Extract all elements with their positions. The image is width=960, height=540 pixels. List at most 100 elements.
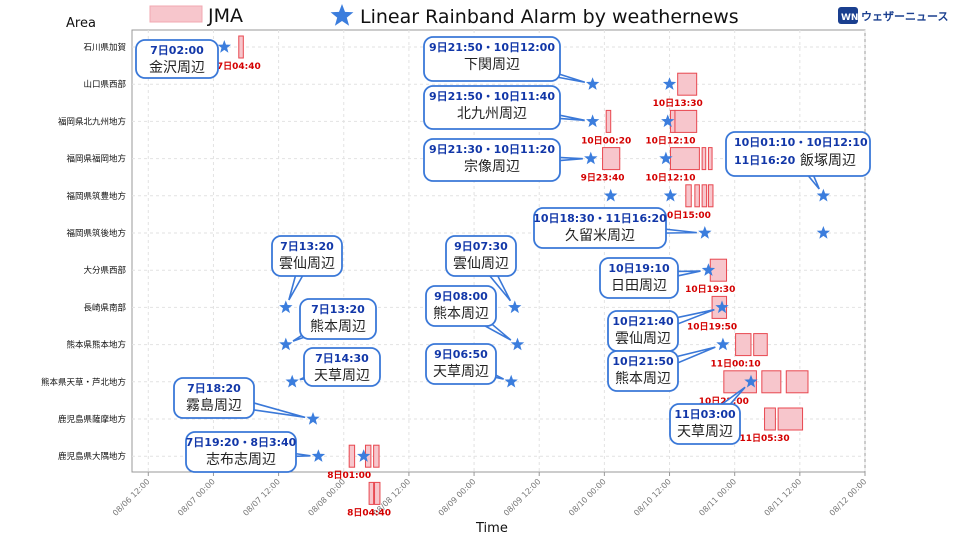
y-tick-label: 福岡県筑後地方 [66,228,126,239]
callout-time: 7日14:30 [315,352,369,365]
callout-area: 天草周辺 [433,364,489,380]
callout-time: 9日21:50・10日11:40 [429,90,555,103]
jma-bar [707,147,713,171]
callout-time: 7日13:20 [280,240,334,253]
callout-time: 7日18:20 [187,382,241,395]
jma-bar [753,333,768,357]
wn-alarm-star-icon [306,412,320,425]
jma-bar [761,370,782,394]
callout-area: 雲仙周辺 [615,331,671,347]
callout-fill [610,353,676,389]
jma-start-label: 7日04:40 [217,61,261,72]
callout-area: 熊本周辺 [615,371,671,387]
callout-area: 天草周辺 [677,424,733,440]
callout-time: 10日01:10・10日12:10 [734,136,868,149]
y-tick-label: 熊本県熊本地方 [66,340,126,351]
jma-bar [785,370,809,394]
wn-alarm-star-icon [659,151,673,165]
wn-alarm-star-icon [661,114,675,128]
callout-time-2: 11日16:20 [734,154,796,167]
jma-bar [348,444,356,468]
callout-fill [302,301,374,337]
callout-fill [426,88,558,127]
jma-start-label: 10日19:30 [685,284,735,295]
y-tick-label: 大分県西部 [83,265,126,276]
brand-logo-mark [838,7,858,24]
callout-area: 久留米周辺 [565,228,635,244]
callout-time: 7日19:20・8日3:40 [186,436,297,449]
legend-jma-swatch [149,5,203,23]
wn-alarm-star-icon [715,300,729,314]
callout-fill [610,313,676,349]
callout-time: 7日02:00 [150,44,204,57]
wn-alarm-star-icon [510,337,525,351]
jma-bar [701,147,707,171]
x-tick-label: 08/10 00:00 [567,477,608,518]
wn-alarm-star-icon [662,77,677,90]
callout-fill [426,39,558,79]
wn-alarm-star-icon [663,188,678,202]
y-axis-ticks: 石川県加賀山口県西部福岡県北九州地方福岡県福岡地方福岡県筑豊地方福岡県筑後地方大… [41,42,127,462]
wn-alarm-star-icon [279,300,293,314]
wn-alarm-star-icon [586,114,600,128]
callout-fill [306,350,378,384]
wn-alarm-star-icon [357,449,371,462]
jma-bar [735,333,752,357]
callout-fill [428,288,494,324]
callout-area: 北九州周辺 [457,106,527,122]
legend-jma-label: JMA [207,5,243,27]
callout-time: 7日13:20 [311,303,365,316]
y-tick-label: 石川県加賀 [83,42,126,53]
callout-time: 9日06:50 [434,348,488,361]
jma-bar [764,407,776,431]
jma-start-label: 11日05:30 [739,433,789,444]
callout-time: 10日21:40 [612,315,674,328]
wn-alarm-star-icon [816,188,830,202]
jma-bar [669,147,700,171]
callout-fill [448,238,514,274]
y-tick-label: 熊本県天草・芦北地方 [41,377,126,388]
brand-name: ウェザーニュース [861,10,948,23]
callout-fill [428,346,494,382]
callout-fill [426,141,558,179]
callout-area: 下関周辺 [464,57,520,73]
y-tick-label: 福岡県筑豊地方 [66,191,126,202]
callout-area: 金沢周辺 [149,60,205,76]
callout-area: 飯塚周辺 [800,152,856,169]
jma-start-label: 10日12:10 [645,135,695,146]
callout-fill [672,406,738,442]
jma-start-label: 11日00:10 [711,359,761,370]
callout-time: 11日03:00 [674,408,736,421]
jma-start-label: 10日19:50 [687,321,737,332]
wn-alarm-star-icon [698,226,712,239]
callout-fill [176,380,252,416]
jma-start-label: 10日13:30 [653,98,703,109]
wn-alarm-star-icon [744,374,758,388]
wn-alarm-star-icon [584,151,598,165]
jma-start-label: 8日04:40 [347,507,391,518]
x-tick-label: 08/11 00:00 [697,477,738,518]
jma-bar [677,72,698,96]
callout-fill [188,434,294,470]
callout-time: 9日08:00 [434,290,488,303]
wn-alarm-star-icon [311,449,326,462]
y-tick-label: 鹿児島県薩摩地方 [58,414,126,425]
jma-bar [602,147,621,171]
x-tick-label: 08/09 12:00 [502,477,543,518]
jma-start-label: 10日00:20 [581,135,631,146]
jma-bar [674,109,698,133]
wn-alarm-star-icon [716,337,730,351]
y-tick-label: 福岡県福岡地方 [66,154,126,165]
callout-area: 日田周辺 [611,278,667,294]
callout-area: 熊本周辺 [433,306,489,322]
callout-area: 霧島周辺 [186,398,242,414]
wn-alarm-star-icon [285,374,299,388]
callout-time: 10日18:30・11日16:20 [533,212,667,225]
jma-start-label: 10日15:00 [661,210,711,221]
callout-area: 宗像周辺 [464,159,520,175]
x-tick-label: 08/06 12:00 [111,477,152,518]
jma-bar [368,481,375,505]
